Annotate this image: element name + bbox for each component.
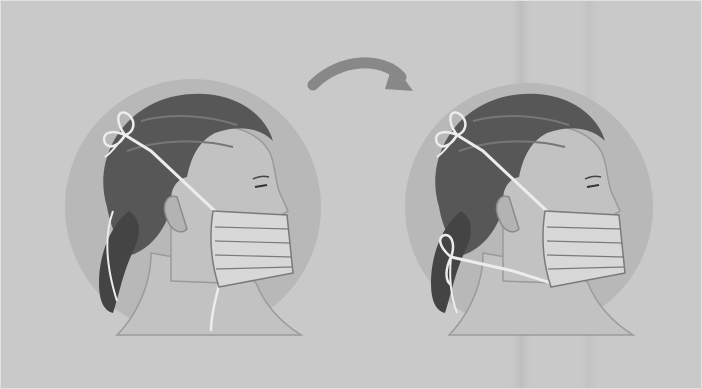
surgical-mask — [211, 211, 293, 287]
surgical-mask — [543, 211, 625, 287]
step-1-panel — [65, 79, 321, 335]
